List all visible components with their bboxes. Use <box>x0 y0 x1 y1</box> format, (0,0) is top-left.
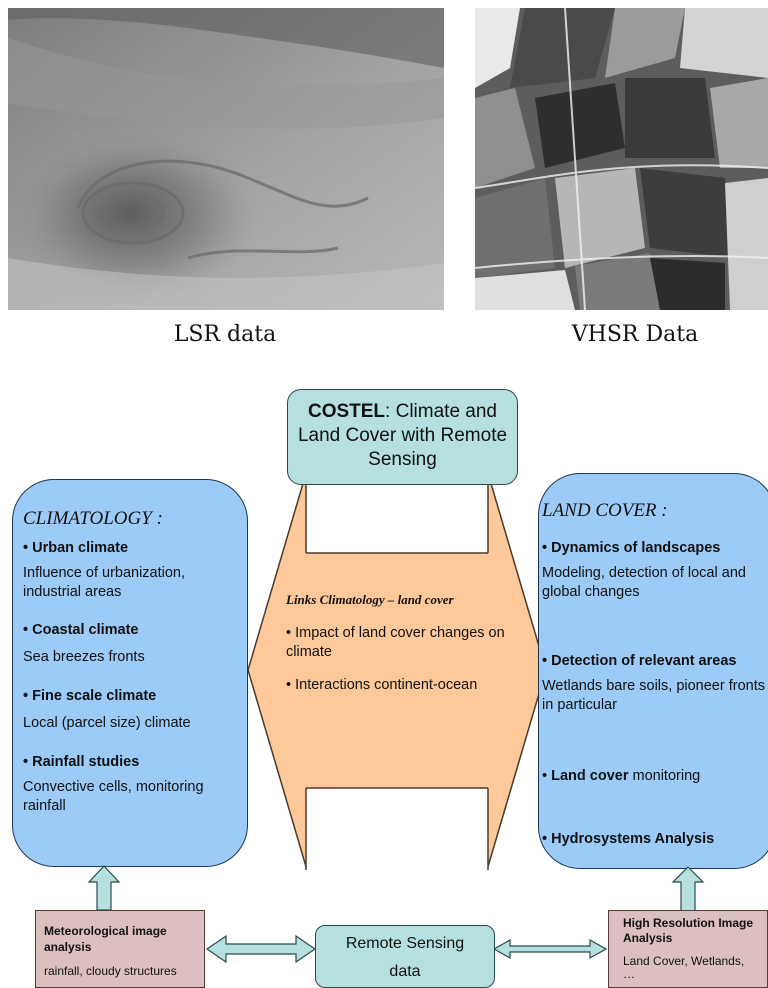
land-cover-item-3: • Land cover monitoring <box>542 768 701 784</box>
climatology-item-3-text: Local (parcel size) climate <box>23 715 191 731</box>
land-cover-item-4-title: • Hydrosystems Analysis <box>542 831 715 847</box>
high-resolution-more: … <box>623 967 635 981</box>
high-resolution-text: Land Cover, Wetlands, <box>623 954 745 968</box>
right-double-arrow <box>492 938 608 960</box>
up-arrow-land-cover <box>671 866 705 912</box>
lsr-satellite-image <box>8 8 444 310</box>
land-cover-item-1-text: Modeling, detection of local and global … <box>542 565 746 600</box>
climatology-heading: CLIMATOLOGY : <box>23 508 163 529</box>
climatology-item-2-text: Sea breezes fronts <box>23 649 145 665</box>
links-item-2: • Interactions continent-ocean <box>286 677 478 693</box>
links-item-1: • Impact of land cover changes on climat… <box>286 625 505 660</box>
land-cover-item-2-title: • Detection of relevant areas <box>542 653 737 669</box>
climatology-item-2-title: • Coastal climate <box>23 622 139 638</box>
costel-title-bold: COSTEL <box>307 401 386 422</box>
up-arrow-climatology <box>87 865 121 911</box>
land-cover-item-3-rest: monitoring <box>628 768 701 784</box>
links-hexagon-shape <box>248 470 546 870</box>
high-resolution-box: High Resolution Image Analysis Land Cove… <box>608 910 768 988</box>
climatology-item-1-text: Influence of urbanization, industrial ar… <box>23 565 186 600</box>
vhsr-aerial-image <box>475 8 768 310</box>
remote-sensing-box: Remote Sensing data <box>315 925 495 988</box>
meteorological-title: Meteorological image analysis <box>44 924 167 954</box>
links-panel: Links Climatology – land cover • Impact … <box>286 592 526 695</box>
costel-title-box: COSTEL: Climate and Land Cover with Remo… <box>287 389 518 485</box>
climatology-box: CLIMATOLOGY : • Urban climate Influence … <box>12 479 248 867</box>
high-resolution-title: High Resolution Image Analysis <box>623 916 754 945</box>
lsr-caption: LSR data <box>173 322 277 347</box>
climatology-item-1-title: • Urban climate <box>23 540 129 556</box>
remote-sensing-line1: Remote Sensing <box>345 935 465 952</box>
links-item-2-text: Interactions continent-ocean <box>295 677 478 693</box>
vhsr-caption: VHSR Data <box>571 322 699 347</box>
land-cover-heading: LAND COVER : <box>542 500 668 521</box>
land-cover-item-3-bold: Land cover <box>551 768 629 784</box>
costel-title-rest: : Climate and Land Cover with Remote Sen… <box>297 401 508 470</box>
climatology-item-3-title: • Fine scale climate <box>23 688 157 704</box>
left-double-arrow <box>205 934 317 964</box>
climatology-item-4-title: • Rainfall studies <box>23 754 140 770</box>
links-heading: Links Climatology – land cover <box>286 592 454 607</box>
climatology-item-4-text: Convective cells, monitoring rainfall <box>23 779 204 814</box>
remote-sensing-line2: data <box>389 963 421 980</box>
links-item-1-text: Impact of land cover changes on climate <box>286 625 505 660</box>
meteorological-box: Meteorological image analysis rainfall, … <box>35 910 205 988</box>
land-cover-item-1-title: • Dynamics of landscapes <box>542 540 721 556</box>
meteorological-text: rainfall, cloudy structures <box>44 964 177 978</box>
land-cover-box: LAND COVER : • Dynamics of landscapes Mo… <box>538 473 768 869</box>
land-cover-item-2-text: Wetlands bare soils, pioneer fronts in p… <box>542 678 765 713</box>
